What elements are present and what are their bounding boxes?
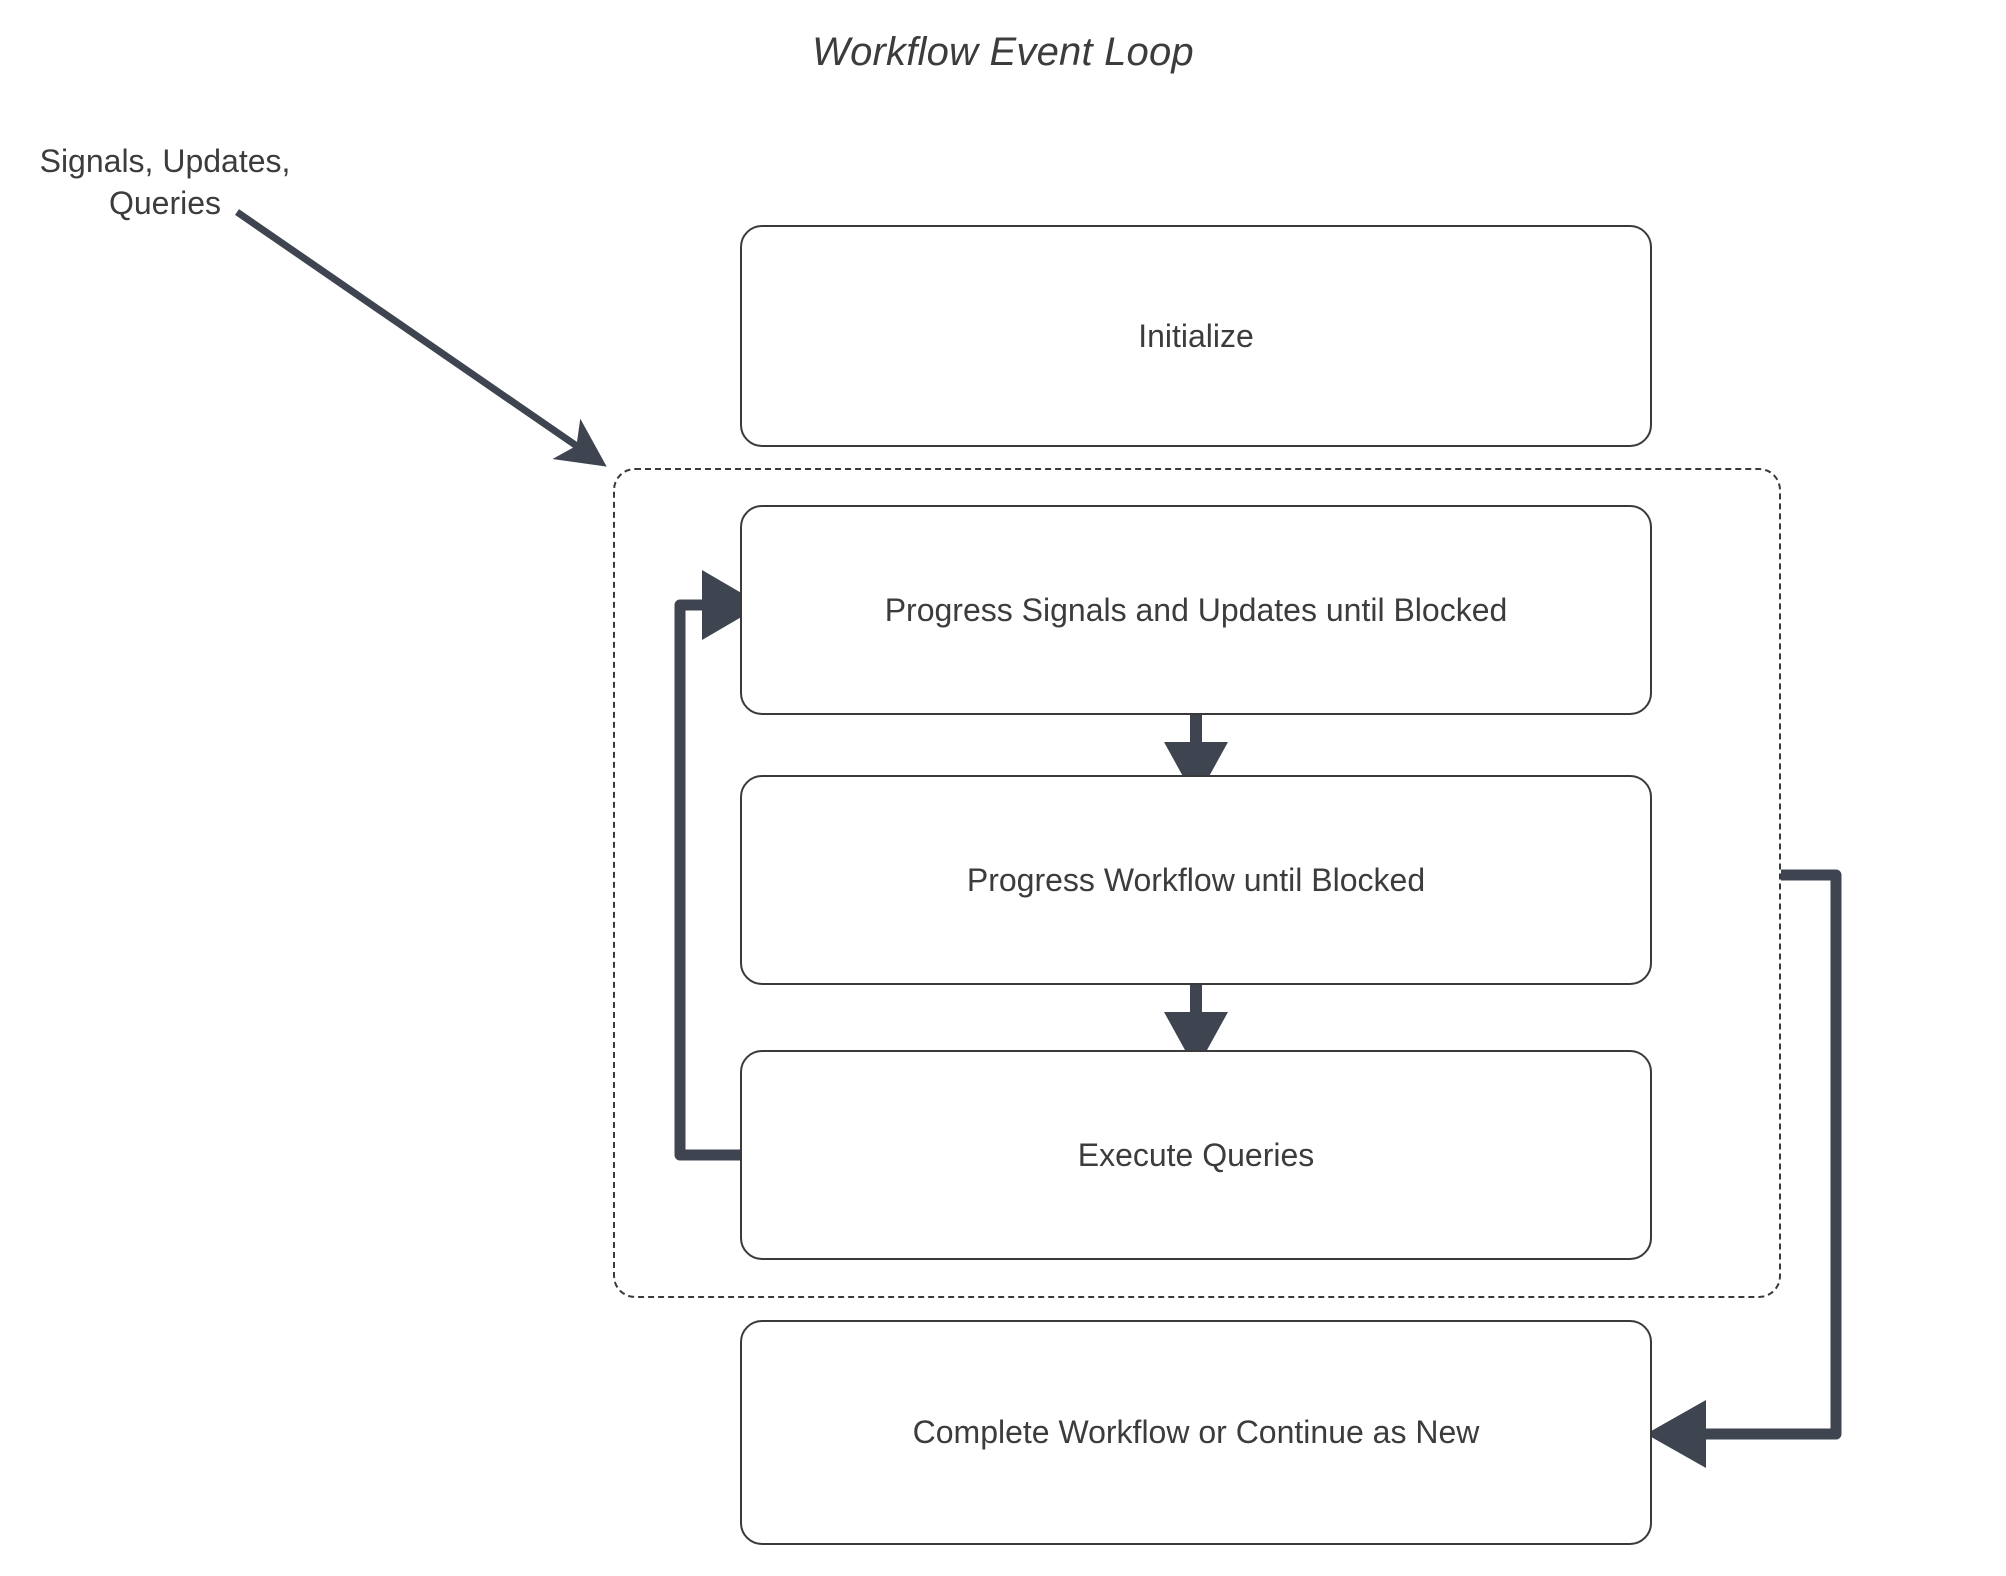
node-complete-workflow-label: Complete Workflow or Continue as New <box>912 1414 1480 1450</box>
edge-signals-to-loop <box>235 209 607 467</box>
event-loop-region <box>613 468 1781 1298</box>
node-complete-workflow-or-continue-as-new[interactable]: Complete Workflow or Continue as New <box>740 1320 1652 1545</box>
page-title: Workflow Event Loop <box>812 30 1194 74</box>
node-execute-queries-label: Execute Queries <box>1077 1136 1315 1173</box>
node-progress-workflow-label: Progress Workflow until Blocked <box>966 861 1426 898</box>
node-progress-signals-label: Progress Signals and Updates until Block… <box>884 591 1508 628</box>
node-initialize[interactable]: Initialize <box>740 225 1652 447</box>
signals-updates-queries-label: Signals, Updates, Queries <box>39 143 291 221</box>
node-initialize-label: Initialize <box>1138 317 1254 354</box>
node-execute-queries[interactable]: Execute Queries <box>740 1050 1652 1260</box>
node-progress-signals-and-updates[interactable]: Progress Signals and Updates until Block… <box>740 505 1652 715</box>
node-progress-workflow[interactable]: Progress Workflow until Blocked <box>740 775 1652 985</box>
